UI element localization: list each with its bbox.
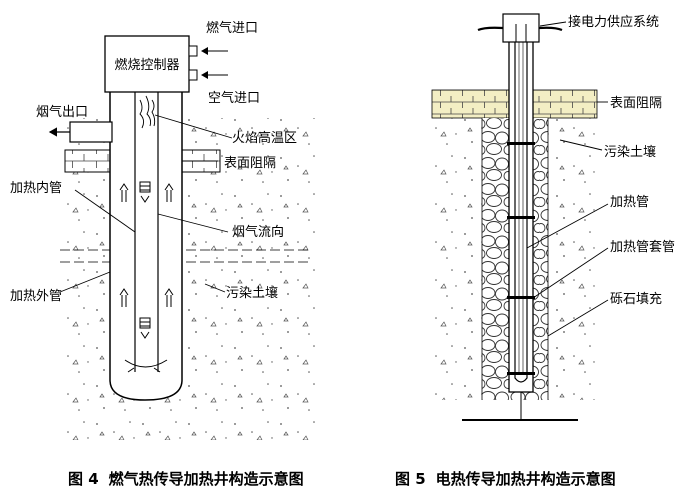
fig5-heater-tube	[514, 40, 528, 383]
fig4-controller-label: 燃烧控制器	[114, 57, 179, 73]
fig5-caption: 图 5 电热传导加热井构造示意图	[395, 468, 616, 489]
fig5-sleeve-label: 加热管套管	[610, 239, 675, 255]
figure-5: 接电力供应系统 表面阻隔 污染土壤 加热管 加热管套管 砾石填充	[431, 13, 675, 421]
fig5-spacers	[507, 142, 535, 375]
fig4-soil-label: 污染土壤	[226, 285, 278, 301]
fig4-flame	[139, 95, 156, 129]
fig4-caption: 图 4 燃气热传导加热井构造示意图	[68, 468, 304, 489]
fig5-soil-label: 污染土壤	[604, 144, 656, 160]
fig4-caption-number: 图 4	[68, 470, 99, 488]
fig4-gas-inlet-label: 燃气进口	[206, 20, 258, 36]
fig4-flue-flow-label: 烟气流向	[232, 224, 284, 240]
fig5-caption-number: 图 5	[395, 470, 426, 488]
fig4-flame-zone-label: 火焰高温区	[232, 130, 297, 146]
fig4-flue-pipe	[69, 121, 113, 143]
fig5-power-label: 接电力供应系统	[568, 14, 659, 30]
fig4-inner-tube-label: 加热内管	[10, 180, 62, 196]
fig5-caption-text: 电热传导加热井构造示意图	[435, 470, 616, 488]
fig4-surface-barrier-label: 表面阻隔	[224, 156, 276, 171]
fig5-gravel-label: 砾石填充	[610, 291, 662, 307]
fig4-outer-tube-label: 加热外管	[10, 289, 62, 304]
fig4-air-inlet-label: 空气进口	[208, 90, 260, 106]
fig5-wellhead-box	[502, 13, 540, 43]
fig5-heater-label: 加热管	[610, 195, 649, 210]
figure-4: 燃烧控制器 燃气进口 空气进口	[10, 20, 315, 440]
fig4-leader-lines	[59, 114, 233, 293]
fig4-flue-outlet-label: 烟气出口	[36, 104, 88, 120]
fig5-leader-lines	[526, 21, 609, 337]
fig4-flow-arrows	[119, 181, 174, 373]
fig4-controller-box	[104, 35, 190, 93]
fig4-caption-text: 燃气热传导加热井构造示意图	[108, 470, 304, 488]
fig5-surface-barrier-label: 表面阻隔	[610, 96, 662, 111]
fig4-outer-tube	[109, 90, 183, 401]
